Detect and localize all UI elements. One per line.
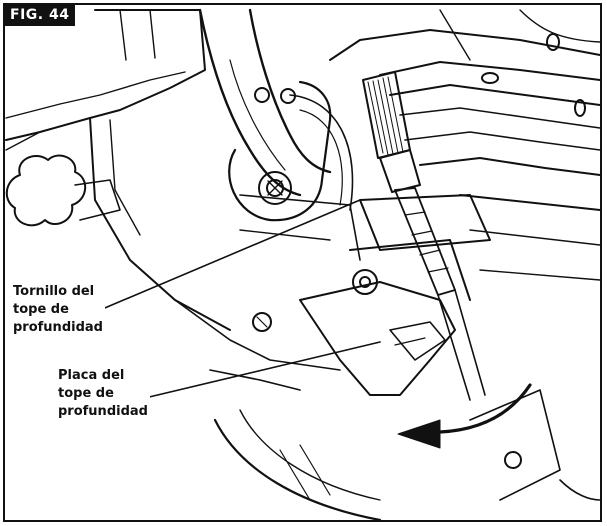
stop-bracket xyxy=(239,194,491,301)
callout-line: profundidad xyxy=(13,320,103,335)
callout-depth-stop-plate: Placa del tope de profundidad xyxy=(56,366,150,422)
pivot-bracket xyxy=(228,80,354,222)
depth-stop-screw xyxy=(394,187,486,401)
leader-line-plate xyxy=(144,341,381,399)
callout-line: Tornillo del xyxy=(13,284,95,299)
upper-right-casting xyxy=(329,9,601,281)
callout-line: tope de xyxy=(13,302,69,317)
callout-line: profundidad xyxy=(58,404,148,419)
depth-stop-plate xyxy=(252,269,456,396)
lower-guard xyxy=(174,299,601,522)
leader-line-screw xyxy=(99,199,361,311)
callout-line: tope de xyxy=(58,386,114,401)
figure-frame xyxy=(3,3,602,522)
callout-depth-stop-screw: Tornillo del tope de profundidad xyxy=(11,282,105,338)
rotation-arrow xyxy=(397,383,532,449)
handle-arm xyxy=(198,8,332,197)
callout-line: Placa del xyxy=(58,368,125,383)
motor-housing xyxy=(5,9,231,331)
depth-stop-knob xyxy=(362,71,421,193)
lock-knob xyxy=(5,154,121,227)
figure-label: FIG. 44 xyxy=(4,4,76,26)
